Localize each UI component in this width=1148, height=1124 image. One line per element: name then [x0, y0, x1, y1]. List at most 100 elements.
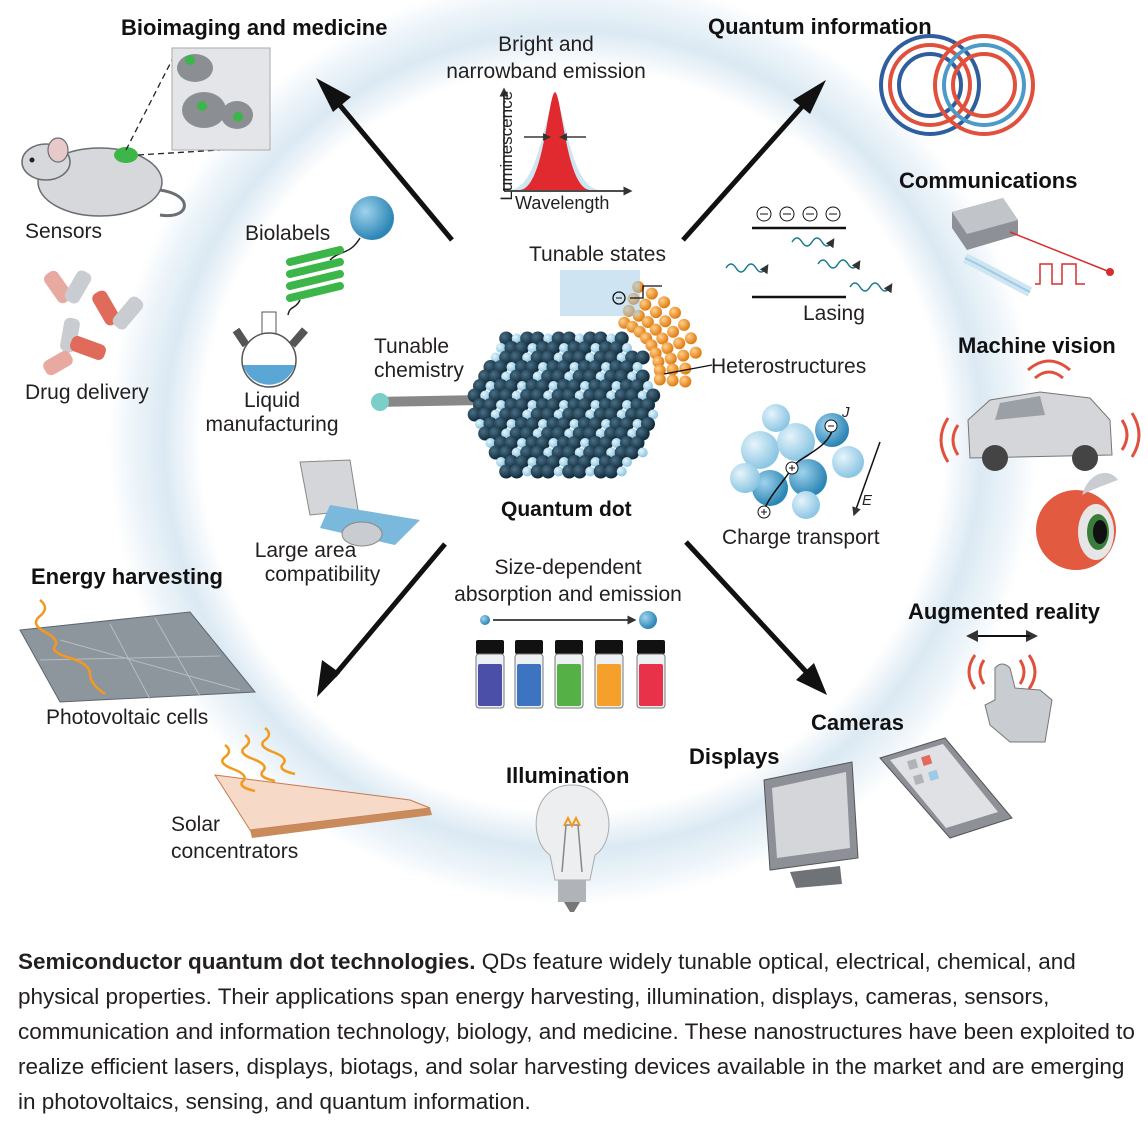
shell-atom	[649, 323, 662, 336]
core-atom	[553, 409, 564, 420]
core-atom	[488, 445, 503, 460]
label-wavelength-axis: Wavelength	[515, 193, 610, 213]
figure-caption: Semiconductor quantum dot technologies. …	[18, 944, 1138, 1119]
label-quantum-dot: Quantum dot	[501, 498, 632, 521]
heading-augmented-reality: Augmented reality	[908, 599, 1100, 624]
core-atom	[604, 464, 619, 479]
core-atom	[574, 390, 585, 401]
label-large-area-line2: compatibility	[264, 563, 381, 587]
core-atom	[601, 362, 611, 372]
vial-cap	[637, 640, 665, 654]
biolabel-icon	[286, 196, 394, 316]
core-atom	[611, 381, 622, 391]
label-size-line1: Size-dependent	[494, 556, 642, 579]
core-atom	[530, 464, 545, 479]
core-atom	[562, 464, 577, 479]
label-liquid-manufacturing-line2: manufacturing	[205, 413, 339, 437]
core-atom	[585, 409, 596, 420]
core-atom	[569, 419, 580, 429]
core-atom	[564, 428, 575, 439]
car-icon	[939, 359, 1141, 471]
shell-atom	[679, 375, 692, 388]
core-atom	[559, 400, 569, 410]
core-atom	[548, 381, 559, 391]
core-atom	[522, 352, 533, 363]
core-atom	[548, 438, 559, 448]
core-atom	[511, 390, 522, 401]
core-atom	[532, 371, 543, 382]
heading-bioimaging: Bioimaging and medicine	[121, 15, 388, 40]
label-heterostructures: Heterostructures	[711, 355, 867, 378]
core-atom	[522, 466, 533, 477]
core-atom	[585, 352, 596, 363]
vial-cap	[476, 640, 504, 654]
core-atom	[616, 352, 627, 363]
label-liquid-manufacturing-line1: Liquid	[243, 389, 301, 412]
hand-touch-icon	[966, 630, 1053, 743]
shell-atom	[658, 296, 671, 309]
vial-cap	[595, 640, 623, 654]
core-atom	[506, 362, 517, 372]
core-atom	[527, 457, 538, 467]
label-j-symbol: J	[842, 404, 850, 421]
label-bright-emission: Bright and narrowband emission	[440, 33, 652, 84]
core-atom	[627, 371, 638, 382]
monitor-icon	[763, 761, 859, 888]
core-atom	[593, 464, 608, 479]
label-size-line2: absorption and emission	[454, 583, 682, 607]
vial-liquid	[557, 664, 581, 706]
vial-liquid	[517, 664, 541, 706]
vial-liquid	[597, 664, 621, 706]
core-atom	[475, 419, 485, 429]
tunable-states-marker	[560, 270, 713, 375]
label-luminescence-axis: Luminescence	[497, 90, 517, 201]
label-tunable-chemistry-line2: chemistry	[374, 359, 464, 383]
shell-atom	[669, 306, 681, 319]
shell-atom	[653, 364, 666, 377]
core-atom	[467, 407, 482, 422]
solar-panel-icon	[19, 599, 257, 703]
vials	[475, 640, 666, 709]
core-atom	[625, 445, 640, 460]
shell-atom	[666, 374, 679, 387]
mouse-icon	[21, 59, 221, 218]
heading-illumination: Illumination	[506, 763, 630, 788]
core-atom	[490, 409, 501, 420]
core-atom	[527, 343, 538, 353]
heading-cameras: Cameras	[811, 710, 904, 735]
label-tunable-states: Tunable states	[529, 243, 666, 266]
core-atom	[648, 409, 659, 420]
core-atom	[509, 464, 524, 479]
core-atom	[559, 457, 569, 467]
lasing-diagram	[725, 206, 893, 299]
core-atom	[522, 409, 533, 420]
label-liquid-manufacturing: Liquid manufacturing	[202, 389, 342, 437]
shell-atom	[645, 287, 658, 300]
label-tunable-chemistry: Tunable chemistry	[374, 335, 464, 383]
label-lasing: Lasing	[803, 302, 865, 325]
core-atom	[496, 400, 506, 410]
core-atom	[580, 381, 590, 391]
shell-atom	[684, 332, 697, 345]
core-atom	[541, 464, 556, 479]
core-atom	[490, 352, 501, 363]
flask-icon	[232, 311, 309, 388]
core-atom	[517, 438, 527, 448]
label-charge-transport: Charge transport	[722, 526, 880, 549]
quantum-rings-icon	[879, 34, 1035, 136]
core-atom	[538, 362, 548, 372]
cell-zoom-icon	[171, 47, 271, 151]
vial-cap	[515, 640, 543, 654]
emission-spectrum-plot	[499, 87, 633, 196]
shell-atom	[653, 373, 666, 386]
core-atom	[485, 381, 496, 391]
core-atom	[553, 352, 564, 363]
label-solar-line1: Solar	[171, 813, 221, 836]
charge-transport-diagram	[730, 404, 881, 519]
vial-liquid	[639, 664, 663, 706]
core-atom	[616, 409, 627, 420]
core-atom	[499, 464, 514, 479]
label-solar-concentrators: Solar concentrators	[171, 813, 298, 864]
label-size-dependent: Size-dependent absorption and emission	[443, 556, 693, 607]
core-atom	[480, 390, 491, 401]
